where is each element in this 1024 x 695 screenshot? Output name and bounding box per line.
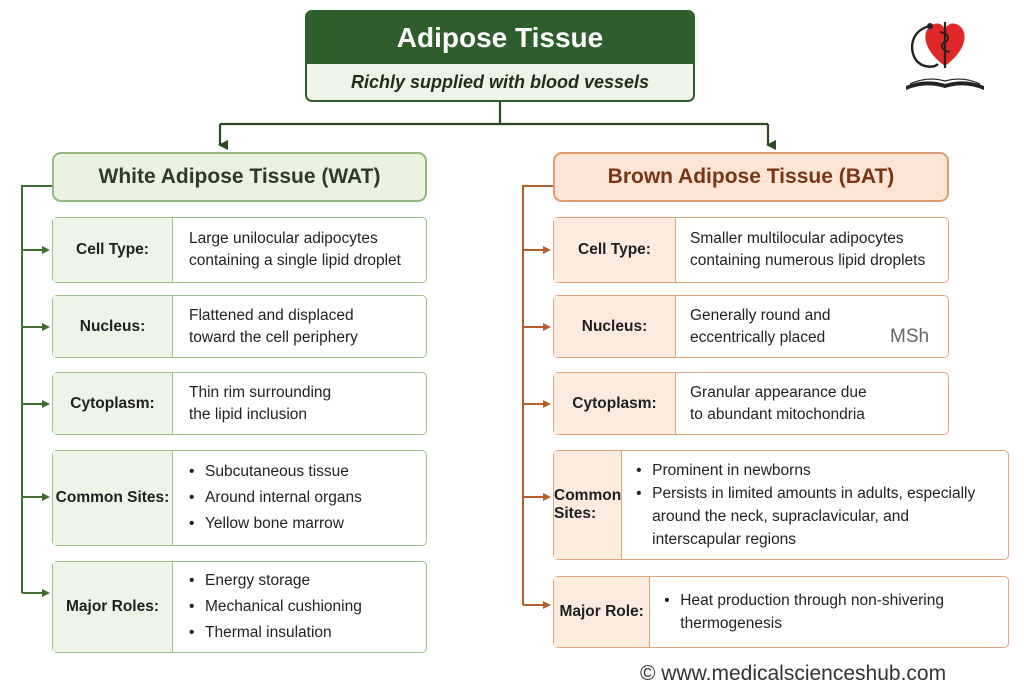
value-line: containing numerous lipid droplets: [690, 252, 926, 269]
row-value: Thin rim surrounding the lipid inclusion: [173, 373, 331, 434]
heart-stethoscope-book-logo: [906, 22, 984, 90]
wat-row-cell-type: Cell Type: Large unilocular adipocytes c…: [52, 217, 427, 283]
row-label: Cell Type:: [554, 218, 676, 282]
value-line: Granular appearance due: [690, 383, 867, 401]
bullet-item: Persists in limited amounts in adults, e…: [636, 482, 1000, 551]
row-label: Nucleus:: [554, 296, 676, 357]
row-label: Major Role:: [554, 577, 651, 647]
row-label: Nucleus:: [53, 296, 173, 357]
value-line: toward the cell periphery: [189, 328, 358, 346]
row-value: Granular appearance due to abundant mito…: [676, 373, 867, 434]
bullet-item: Around internal organs: [189, 485, 362, 511]
wat-row-common-sites: Common Sites: Subcutaneous tissue Around…: [52, 450, 427, 546]
row-value: Generally round and eccentrically placed: [676, 296, 830, 357]
bullet-item: Energy storage: [189, 568, 362, 594]
wat-row-cytoplasm: Cytoplasm: Thin rim surrounding the lipi…: [52, 372, 427, 435]
bat-row-major-role: Major Role: Heat production through non-…: [553, 576, 1009, 648]
row-value: Prominent in newborns Persists in limite…: [622, 451, 1008, 559]
bullet-item: Yellow bone marrow: [189, 511, 362, 537]
row-label: Cytoplasm:: [554, 373, 676, 434]
bullet-item: Prominent in newborns: [636, 459, 1000, 482]
value-line: Large unilocular adipocytes: [189, 230, 378, 247]
watermark-text: MSh: [890, 326, 930, 347]
bullet-item: Subcutaneous tissue: [189, 459, 362, 485]
bat-row-cytoplasm: Cytoplasm: Granular appearance due to ab…: [553, 372, 949, 435]
row-value: Heat production through non-shivering th…: [650, 577, 1008, 647]
value-line: containing a single lipid droplet: [189, 252, 401, 269]
value-line: Thin rim surrounding: [189, 383, 332, 401]
bullet-item: Thermal insulation: [189, 620, 362, 646]
value-line: Generally round and: [690, 306, 831, 324]
wat-header: White Adipose Tissue (WAT): [52, 152, 427, 202]
row-label: Common Sites:: [554, 451, 623, 559]
row-label: Major Roles:: [53, 562, 173, 652]
page-title: Adipose Tissue: [307, 12, 693, 64]
bat-row-cell-type: Cell Type: Smaller multilocular adipocyt…: [553, 217, 949, 283]
value-line: the lipid inclusion: [189, 405, 308, 423]
page-subtitle: Richly supplied with blood vessels: [350, 71, 650, 92]
title-box: Adipose Tissue Richly supplied with bloo…: [305, 10, 695, 102]
value-line: Flattened and displaced: [189, 306, 354, 324]
row-value: Subcutaneous tissue Around internal orga…: [173, 451, 362, 545]
bat-header: Brown Adipose Tissue (BAT): [553, 152, 949, 202]
wat-row-nucleus: Nucleus: Flattened and displaced toward …: [52, 295, 427, 358]
bat-row-common-sites: Common Sites: Prominent in newborns Pers…: [553, 450, 1009, 560]
row-label: Cytoplasm:: [53, 373, 173, 434]
bat-row-nucleus: Nucleus: Generally round and eccentrical…: [553, 295, 949, 358]
value-line: eccentrically placed: [690, 328, 826, 346]
wat-row-major-roles: Major Roles: Energy storage Mechanical c…: [52, 561, 427, 653]
value-line: Smaller multilocular adipocytes: [690, 230, 904, 247]
bullet-item: Mechanical cushioning: [189, 594, 362, 620]
row-value: Large unilocular adipocytes containing a…: [173, 218, 401, 282]
bullet-item: Heat production through non-shivering th…: [664, 589, 968, 635]
row-value: Smaller multilocular adipocytes containi…: [676, 218, 925, 282]
row-value: Energy storage Mechanical cushioning The…: [173, 562, 362, 652]
footer-copyright: © www.medicalscienceshub.com: [640, 662, 947, 685]
row-label: Cell Type:: [53, 218, 173, 282]
row-label: Common Sites:: [53, 451, 173, 545]
row-value: Flattened and displaced toward the cell …: [173, 296, 358, 357]
value-line: to abundant mitochondria: [690, 405, 865, 423]
